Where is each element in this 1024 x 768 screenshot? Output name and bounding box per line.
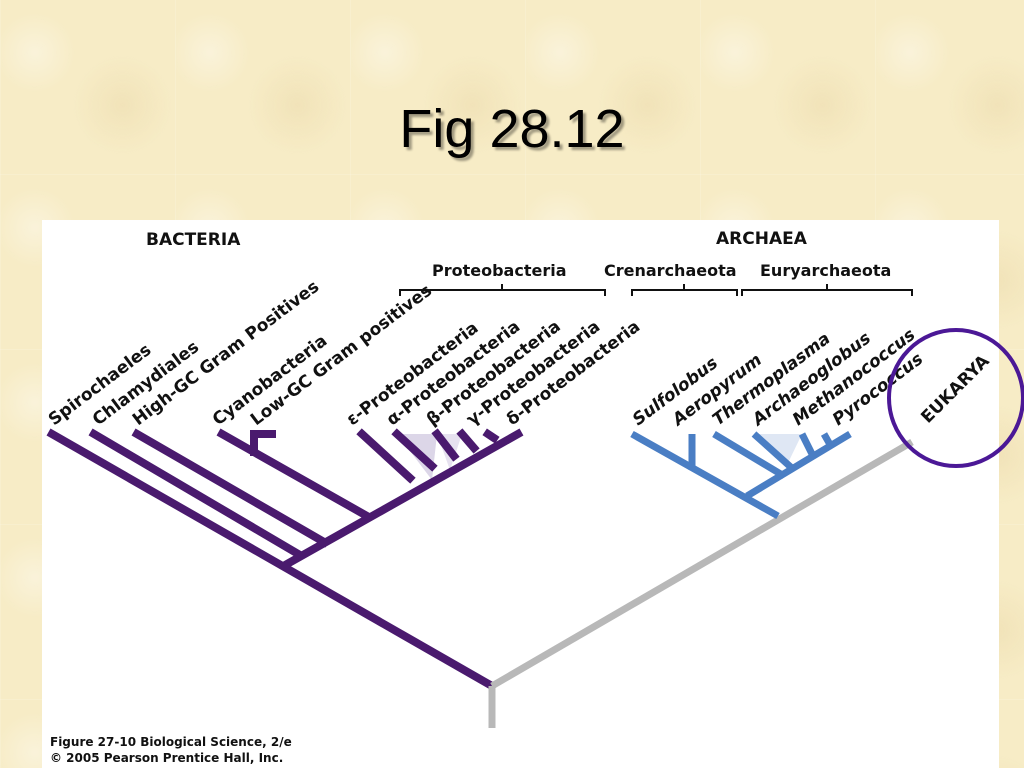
archaea-stem bbox=[630, 430, 780, 520]
figure-caption: Figure 27-10 Biological Science, 2/e © 2… bbox=[50, 734, 292, 766]
branch-delta bbox=[482, 428, 500, 444]
tree-diagram: BACTERIA ARCHAEA Proteobacteria Crenarch… bbox=[45, 229, 994, 728]
branch-archaea-eukarya bbox=[490, 438, 914, 690]
proteobacteria-bracket bbox=[399, 284, 606, 296]
branch-beta bbox=[431, 428, 460, 462]
group-label-euryarchaeota: Euryarchaeota bbox=[760, 261, 891, 280]
branch-high-gc bbox=[131, 428, 330, 548]
group-label-proteobacteria: Proteobacteria bbox=[432, 261, 567, 280]
crenarchaeota-bracket bbox=[631, 284, 738, 296]
branch-methanococcus bbox=[798, 432, 818, 460]
caption-line-1: Figure 27-10 Biological Science, 2/e bbox=[50, 735, 292, 749]
phylogenetic-tree-figure: BACTERIA ARCHAEA Proteobacteria Crenarch… bbox=[42, 220, 999, 768]
branch-pyrococcus bbox=[820, 432, 836, 450]
branch-thermoplasma bbox=[712, 430, 786, 480]
domain-label-bacteria: BACTERIA bbox=[146, 230, 241, 250]
caption-line-2: © 2005 Pearson Prentice Hall, Inc. bbox=[50, 751, 284, 765]
branch-alpha bbox=[391, 428, 438, 472]
bacteria-branches bbox=[46, 428, 524, 692]
archaea-branches bbox=[630, 430, 852, 520]
branch-epsilon bbox=[356, 428, 416, 484]
branch-gamma bbox=[456, 428, 480, 454]
domain-label-eukarya: EUKARYA bbox=[917, 351, 994, 428]
branch-cyanobacteria bbox=[216, 428, 373, 522]
euryarchaeota-bracket bbox=[741, 284, 913, 296]
branch-main-clade bbox=[281, 428, 524, 570]
slide-title: Fig 28.12 bbox=[399, 99, 625, 159]
branch-chlamydiales bbox=[88, 428, 306, 561]
group-label-crenarchaeota: Crenarchaeota bbox=[604, 261, 737, 280]
branch-archaeoglobus bbox=[751, 431, 797, 473]
eukarya-branches bbox=[488, 438, 914, 728]
group-brackets bbox=[399, 284, 913, 296]
bacteria-stem bbox=[46, 428, 498, 692]
domain-label-archaea: ARCHAEA bbox=[716, 229, 808, 249]
